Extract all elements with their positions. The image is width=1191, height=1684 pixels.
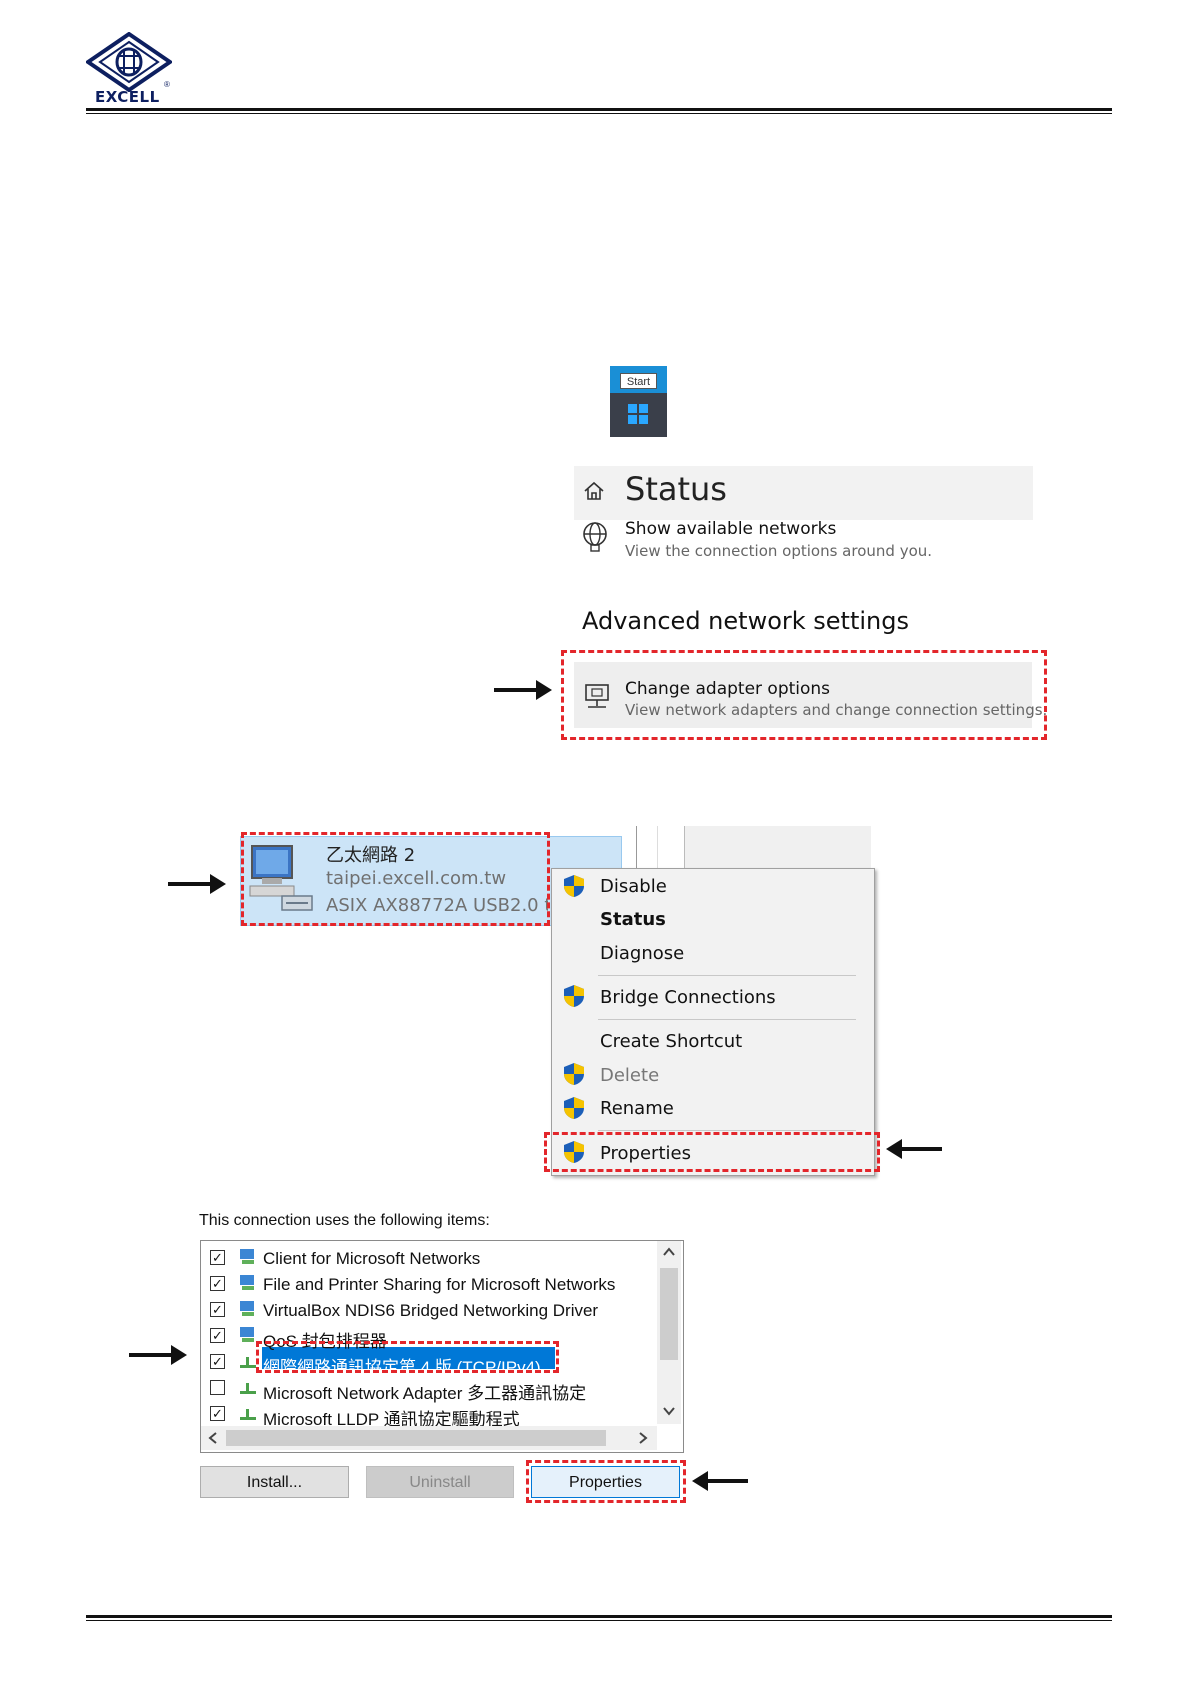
advanced-settings-heading: Advanced network settings (582, 607, 909, 635)
start-tooltip: Start (620, 373, 657, 389)
scroll-up-icon[interactable] (662, 1245, 676, 1259)
adapter-name: 乙太網路 2 (326, 845, 416, 866)
menu-diagnose[interactable]: Diagnose (600, 943, 685, 964)
highlight-change-adapter (561, 650, 1047, 740)
header-rule (86, 108, 1112, 111)
excell-logo-icon (86, 32, 172, 92)
adapter-domain: taipei.excell.com.tw (326, 868, 507, 889)
globe-network-icon (583, 522, 607, 552)
background-window-edge (636, 826, 658, 872)
items-list-label: This connection uses the following items… (199, 1212, 490, 1229)
menu-bridge-connections[interactable]: Bridge Connections (600, 987, 776, 1008)
network-client-icon (240, 1301, 254, 1316)
scroll-right-icon[interactable] (636, 1431, 650, 1445)
uac-shield-icon (564, 1097, 584, 1119)
item-checkbox[interactable]: ✓ (210, 1406, 225, 1421)
scroll-down-icon[interactable] (662, 1404, 676, 1418)
start-button[interactable]: Start (610, 366, 667, 437)
item-checkbox[interactable]: ✓ (210, 1302, 225, 1317)
highlight-adapter (241, 832, 550, 926)
arrow-right-icon (494, 680, 552, 700)
status-nav-item[interactable] (574, 466, 1033, 520)
background-window (684, 826, 871, 870)
uac-shield-icon (564, 875, 584, 897)
network-client-icon (240, 1249, 254, 1264)
registered-mark: ® (164, 80, 170, 89)
scroll-left-icon[interactable] (206, 1431, 220, 1445)
horizontal-scroll-thumb[interactable] (226, 1430, 606, 1446)
menu-status[interactable]: Status (600, 909, 666, 930)
item-checkbox[interactable]: ✓ (210, 1354, 225, 1369)
item-checkbox[interactable]: ✓ (210, 1276, 225, 1291)
properties-button[interactable]: Properties (531, 1466, 680, 1498)
list-item[interactable]: Microsoft LLDP 通訊協定驅動程式 (263, 1410, 520, 1429)
show-networks-link[interactable]: Show available networks (625, 519, 837, 539)
menu-separator (598, 1130, 856, 1131)
menu-delete[interactable]: Delete (600, 1065, 660, 1086)
connection-items-list[interactable] (200, 1240, 684, 1453)
protocol-icon (240, 1383, 256, 1394)
change-adapter-item[interactable] (574, 662, 1032, 728)
header-rule-thin (86, 113, 1112, 114)
highlight-properties-menu (544, 1132, 880, 1172)
arrow-right-icon (129, 1345, 187, 1365)
logo-text: EXCELL (95, 88, 160, 106)
protocol-icon (240, 1409, 256, 1420)
arrow-left-icon (692, 1471, 748, 1491)
home-icon (584, 481, 604, 500)
vertical-scroll-thumb[interactable] (660, 1268, 678, 1360)
change-adapter-desc: View network adapters and change connect… (625, 701, 1048, 719)
arrow-right-icon (168, 874, 226, 894)
highlight-tcp-ipv4 (256, 1341, 559, 1373)
list-item[interactable]: Client for Microsoft Networks (263, 1249, 481, 1268)
context-menu (551, 868, 875, 1176)
menu-rename[interactable]: Rename (600, 1098, 674, 1119)
network-adapter-icon (585, 684, 609, 708)
network-client-icon (240, 1327, 254, 1342)
item-checkbox[interactable]: ✓ (210, 1328, 225, 1343)
menu-disable[interactable]: Disable (600, 876, 667, 897)
list-item[interactable]: File and Printer Sharing for Microsoft N… (263, 1275, 616, 1294)
menu-create-shortcut[interactable]: Create Shortcut (600, 1031, 743, 1052)
list-item[interactable]: Microsoft Network Adapter 多工器通訊協定 (263, 1384, 587, 1403)
menu-separator (598, 975, 856, 976)
install-button[interactable]: Install... (200, 1466, 349, 1498)
show-networks-desc: View the connection options around you. (625, 542, 933, 560)
highlight-properties-button (526, 1460, 686, 1503)
item-checkbox[interactable] (210, 1380, 225, 1395)
adapter-device: ASIX AX88772A USB2.0 to F (326, 895, 548, 916)
arrow-left-icon (886, 1139, 942, 1159)
change-adapter-label: Change adapter options (625, 679, 831, 699)
footer-rule-thin (86, 1620, 1112, 1621)
uninstall-button[interactable]: Uninstall (366, 1466, 514, 1498)
uac-shield-icon (564, 1141, 584, 1163)
windows-logo-icon (628, 404, 648, 424)
menu-separator (598, 1019, 856, 1020)
list-item[interactable]: VirtualBox NDIS6 Bridged Networking Driv… (263, 1301, 599, 1320)
footer-rule (86, 1615, 1112, 1618)
protocol-icon (240, 1357, 256, 1368)
uac-shield-icon (564, 985, 584, 1007)
uac-shield-icon (564, 1063, 584, 1085)
menu-properties[interactable]: Properties (600, 1143, 691, 1164)
status-title: Status (625, 470, 727, 508)
network-client-icon (240, 1275, 254, 1290)
selected-row-highlight (262, 1347, 555, 1369)
item-checkbox[interactable]: ✓ (210, 1250, 225, 1265)
network-computer-icon (249, 845, 313, 911)
